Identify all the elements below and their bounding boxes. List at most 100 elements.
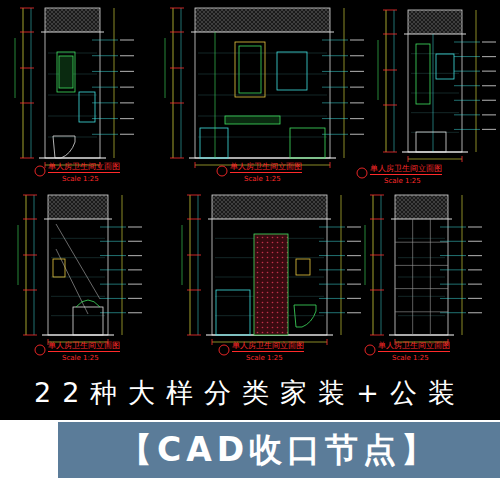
cad-line xyxy=(34,195,35,335)
cad-line xyxy=(370,195,384,196)
cad-line xyxy=(398,277,445,278)
toilet xyxy=(294,305,316,327)
cad-line xyxy=(411,112,459,113)
cad-line xyxy=(51,238,105,239)
cad-line xyxy=(322,118,348,119)
cad-line xyxy=(468,298,482,299)
drawing-title: 单人房卫生间立面图 xyxy=(370,165,442,175)
cad-line xyxy=(454,100,480,101)
cad-line xyxy=(51,315,105,316)
cad-line xyxy=(381,195,382,335)
cad-rect xyxy=(216,290,250,335)
cad-line xyxy=(20,8,34,9)
cad-line xyxy=(56,224,100,299)
cad-line xyxy=(440,269,466,270)
cad-line xyxy=(440,312,466,313)
title-marker xyxy=(357,168,367,178)
cad-line xyxy=(347,269,361,270)
cad-line xyxy=(319,269,345,270)
basin xyxy=(76,300,100,307)
drawing-title: 单人房卫生间立面图 xyxy=(232,342,304,352)
cad-line xyxy=(350,118,364,119)
cad-rect xyxy=(195,8,330,158)
cad-rect xyxy=(395,195,448,335)
cad-line xyxy=(23,290,37,291)
cad-line xyxy=(319,227,345,228)
cad-line xyxy=(482,129,496,130)
cad-line xyxy=(100,255,126,256)
cad-line xyxy=(128,241,142,242)
cad-line xyxy=(198,95,327,96)
cad-rect xyxy=(73,307,103,335)
cad-line xyxy=(128,298,142,299)
cad-line xyxy=(208,219,331,220)
elevation xyxy=(378,10,496,162)
cad-line xyxy=(187,335,201,336)
cad-line xyxy=(350,102,364,103)
cad-line xyxy=(48,95,97,96)
cad-line xyxy=(327,339,328,345)
cad-line xyxy=(20,103,34,104)
cad-line xyxy=(41,32,104,33)
cad-line xyxy=(350,55,364,56)
cad-line xyxy=(411,93,459,94)
cad-line xyxy=(454,56,480,57)
cad-line xyxy=(215,32,216,158)
cad-rect xyxy=(408,10,462,152)
cad-line xyxy=(182,225,183,285)
drawing-title: 单人房卫生间立面图 xyxy=(230,163,302,173)
cad-line xyxy=(48,137,97,138)
cad-line xyxy=(187,195,201,196)
cad-line xyxy=(347,255,361,256)
cad-line xyxy=(120,55,134,56)
cad-line xyxy=(482,114,496,115)
cad-rect xyxy=(45,8,100,158)
ceiling-hatch xyxy=(48,195,108,219)
cad-line xyxy=(48,116,97,117)
cad-line xyxy=(370,255,384,256)
cad-line xyxy=(395,265,448,266)
cad-line xyxy=(198,137,327,138)
cad-line xyxy=(383,70,397,71)
cad-line xyxy=(383,152,397,153)
scale-note: Scale 1:25 xyxy=(384,178,421,185)
title-marker xyxy=(35,345,45,355)
cad-line xyxy=(322,55,348,56)
cad-line xyxy=(187,255,201,256)
elevation xyxy=(165,8,364,168)
cad-line xyxy=(198,74,327,75)
cad-line xyxy=(373,195,374,335)
cad-line xyxy=(23,219,37,220)
cad-line xyxy=(462,195,463,335)
cad-line xyxy=(454,129,480,130)
title-marker xyxy=(217,166,227,176)
cad-line xyxy=(383,105,397,106)
cad-line xyxy=(92,118,118,119)
scale-note: Scale 1:25 xyxy=(62,176,99,183)
cad-line xyxy=(482,56,496,57)
cad-line xyxy=(92,71,118,72)
cad-rect xyxy=(212,195,327,335)
cad-line xyxy=(45,162,46,168)
cad-line xyxy=(350,71,364,72)
elevation xyxy=(365,195,482,345)
ceiling-hatch xyxy=(45,8,100,32)
cad-line xyxy=(476,10,477,152)
cad-line xyxy=(20,68,34,69)
scale-note: Scale 1:25 xyxy=(62,355,99,362)
cad-rect xyxy=(239,46,261,93)
cad-line xyxy=(120,39,134,40)
cad-line xyxy=(120,102,134,103)
cad-line xyxy=(344,8,345,158)
cad-line xyxy=(350,39,364,40)
cad-line xyxy=(433,34,434,152)
cad-line xyxy=(100,298,126,299)
cad-line xyxy=(23,195,37,196)
cad-line xyxy=(128,284,142,285)
elevation-group xyxy=(15,8,496,355)
cad-line xyxy=(322,87,348,88)
cad-line xyxy=(15,38,16,98)
cad-line xyxy=(330,162,331,168)
cad-line xyxy=(430,219,431,335)
